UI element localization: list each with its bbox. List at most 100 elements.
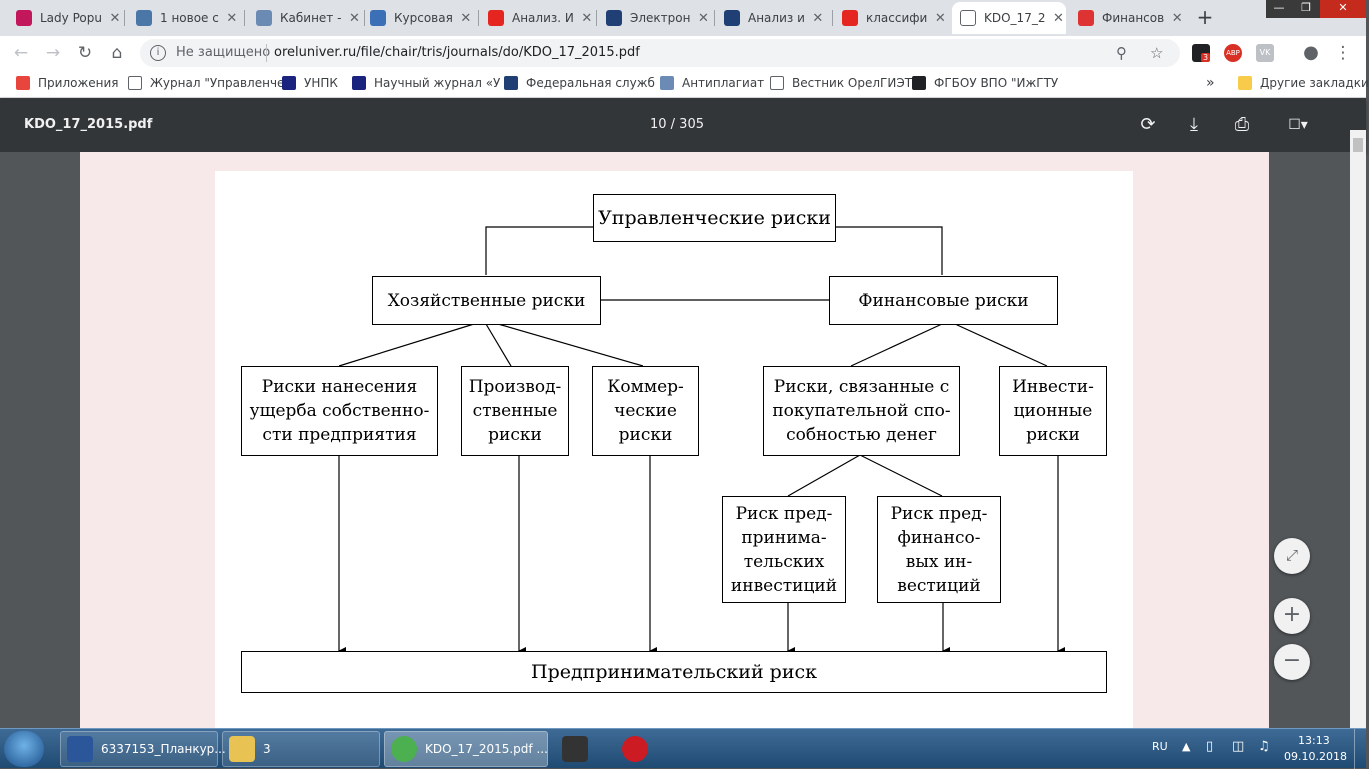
profile-icon[interactable]: ● (1303, 42, 1319, 63)
rotate-icon[interactable]: ⟳ (1140, 114, 1156, 135)
fit-page-icon[interactable]: ⤢ (1274, 538, 1310, 574)
taskbar-item[interactable]: 3 (222, 731, 380, 767)
pdf-toolbar: KDO_17_2015.pdf 10 / 305 ⟳ ⤓ ⎙ ☐▾ (0, 98, 1366, 152)
close-tab-icon[interactable]: ✕ (934, 10, 946, 26)
connector-financial-investment (954, 323, 1048, 367)
back-arrow-icon[interactable]: ← (13, 43, 29, 63)
owl-icon (370, 10, 386, 26)
taskbar-item[interactable] (612, 731, 660, 767)
tab-title: Анализ и (748, 11, 805, 25)
taskbar-label: KDO_17_2015.pdf ... (425, 742, 548, 756)
extension-badge-icon[interactable]: 3 (1192, 44, 1211, 62)
tab-1[interactable]: Lady Popu ✕ (8, 2, 122, 34)
power-icon[interactable]: ◫ (1232, 739, 1245, 754)
pdf-viewer[interactable]: Управленческие риски Хозяйственные риски… (0, 152, 1350, 752)
page-icon (770, 76, 784, 90)
close-tab-icon[interactable]: ✕ (581, 10, 593, 26)
tab-6[interactable]: Электрон✕ (598, 2, 712, 34)
tab-3[interactable]: Кабинет -✕ (248, 2, 362, 34)
taskbar-label: 6337153_Планкур... (101, 742, 226, 756)
volume-icon[interactable]: ♫ (1258, 739, 1270, 754)
vertical-scrollbar[interactable] (1350, 130, 1366, 728)
tab-9[interactable]: KDO_17_2✕ (952, 2, 1066, 34)
print-icon[interactable]: ⎙ (1234, 114, 1250, 135)
diagram-connectors (338, 226, 1065, 655)
close-tab-icon[interactable]: ✕ (348, 10, 360, 26)
address-divider (266, 44, 267, 62)
tab-title: Lady Popu (40, 11, 102, 25)
clock-time[interactable]: 13:13 (1298, 734, 1330, 747)
start-button[interactable] (4, 731, 44, 767)
page-icon (128, 76, 142, 90)
tab-2[interactable]: 1 новое с✕ (128, 2, 242, 34)
connector-purchasing-entrepreneurial (787, 454, 861, 497)
menu-dots-icon[interactable]: ⋮ (1334, 43, 1352, 63)
z-library-icon (724, 10, 740, 26)
zoom-out-icon[interactable]: − (1274, 644, 1310, 680)
language-indicator[interactable]: RU (1152, 740, 1168, 753)
word-icon (67, 736, 93, 762)
close-tab-icon[interactable]: ✕ (226, 10, 238, 26)
close-window-button[interactable]: ✕ (1320, 0, 1366, 18)
minimize-button[interactable]: — (1266, 0, 1292, 18)
reload-icon[interactable]: ↻ (77, 43, 93, 63)
address-bar[interactable]: i Не защищено oreluniver.ru/file/chair/t… (140, 39, 1180, 67)
tab-8[interactable]: классифи✕ (834, 2, 948, 34)
bookmark-item[interactable]: Журнал "Управленче (128, 76, 284, 90)
network-icon[interactable]: ▯ (1206, 739, 1214, 754)
bookmark-item[interactable]: Вестник ОрелГИЭТ (770, 76, 912, 90)
close-tab-icon[interactable]: ✕ (812, 10, 824, 26)
tab-4[interactable]: Курсовая✕ (362, 2, 476, 34)
bookmark-label: Антиплагиат (682, 76, 765, 90)
close-tab-icon[interactable]: ✕ (460, 10, 472, 26)
close-tab-icon[interactable]: ✕ (698, 10, 709, 26)
bookmark-menu-icon[interactable]: ☐▾ (1288, 117, 1308, 133)
home-icon[interactable]: ⌂ (111, 43, 123, 63)
tray-arrow-icon[interactable]: ▲ (1182, 740, 1191, 753)
node-financial-risks: Финансовые риски (829, 276, 1058, 325)
pdf-filename: KDO_17_2015.pdf (24, 117, 153, 132)
close-tab-icon[interactable]: ✕ (1171, 10, 1183, 26)
gear-logo-icon (912, 76, 926, 90)
bookmark-item[interactable]: Приложения (16, 76, 119, 90)
tab-5[interactable]: Анализ. И✕ (480, 2, 594, 34)
node-production-risks: Производ- ственные риски (461, 366, 569, 456)
info-icon[interactable]: i (150, 45, 166, 61)
taskbar-item[interactable]: KDO_17_2015.pdf ... (384, 731, 548, 767)
bookmark-item[interactable]: Антиплагиат (660, 76, 764, 90)
bookmark-item[interactable]: ФГБОУ ВПО "ИжГТУ (912, 76, 1058, 90)
close-tab-icon[interactable]: ✕ (109, 10, 121, 26)
taskbar-item[interactable] (552, 731, 600, 767)
vk-extension-label: VK (1259, 48, 1271, 57)
connector-purchasing-financialinv (859, 454, 943, 497)
url-text[interactable]: oreluniver.ru/file/chair/tris/journals/d… (274, 45, 640, 60)
tab-strip: Lady Popu✕1 новое с✕Кабинет -✕Курсовая✕А… (0, 0, 1366, 36)
tab-7[interactable]: Анализ и ✕ (716, 2, 830, 34)
bookmarks-overflow-icon[interactable]: » (1206, 75, 1215, 91)
bookmark-label: Федеральная служб (526, 76, 655, 90)
zoom-icon[interactable]: ⚲ (1116, 44, 1127, 62)
page-indicator[interactable]: 10 / 305 (650, 117, 704, 132)
adblock-icon[interactable]: ABP (1224, 44, 1242, 62)
download-icon[interactable]: ⤓ (1190, 114, 1198, 135)
vk-extension-icon[interactable]: VK (1256, 44, 1274, 62)
bookmark-item[interactable]: Научный журнал «У (352, 76, 500, 90)
browser-toolbar: ← → ↻ ⌂ i Не защищено oreluniver.ru/file… (0, 36, 1366, 70)
other-bookmarks[interactable]: Другие закладки (1238, 76, 1369, 90)
clock-date[interactable]: 09.10.2018 (1284, 750, 1347, 763)
bookmark-item[interactable]: Федеральная служб (504, 76, 655, 90)
restore-button[interactable]: ❐ (1292, 0, 1320, 18)
zoom-in-icon[interactable]: + (1274, 598, 1310, 634)
taskbar-item[interactable]: 6337153_Планкур... (60, 731, 226, 767)
show-desktop-button[interactable] (1354, 729, 1366, 769)
bookmark-star-icon[interactable]: ☆ (1150, 44, 1164, 62)
forward-arrow-icon[interactable]: → (45, 43, 61, 63)
risk-diagram: Управленческие риски Хозяйственные риски… (215, 171, 1133, 731)
new-tab-button[interactable]: + (1196, 5, 1214, 29)
node-entrepreneurial-risk: Предпринимательский риск (241, 651, 1107, 693)
tab-10[interactable]: Финансов✕ (1070, 2, 1184, 34)
scrollbar-thumb[interactable] (1353, 138, 1363, 152)
bookmark-item[interactable]: УНПК (282, 76, 342, 90)
close-tab-icon[interactable]: ✕ (1053, 10, 1064, 26)
